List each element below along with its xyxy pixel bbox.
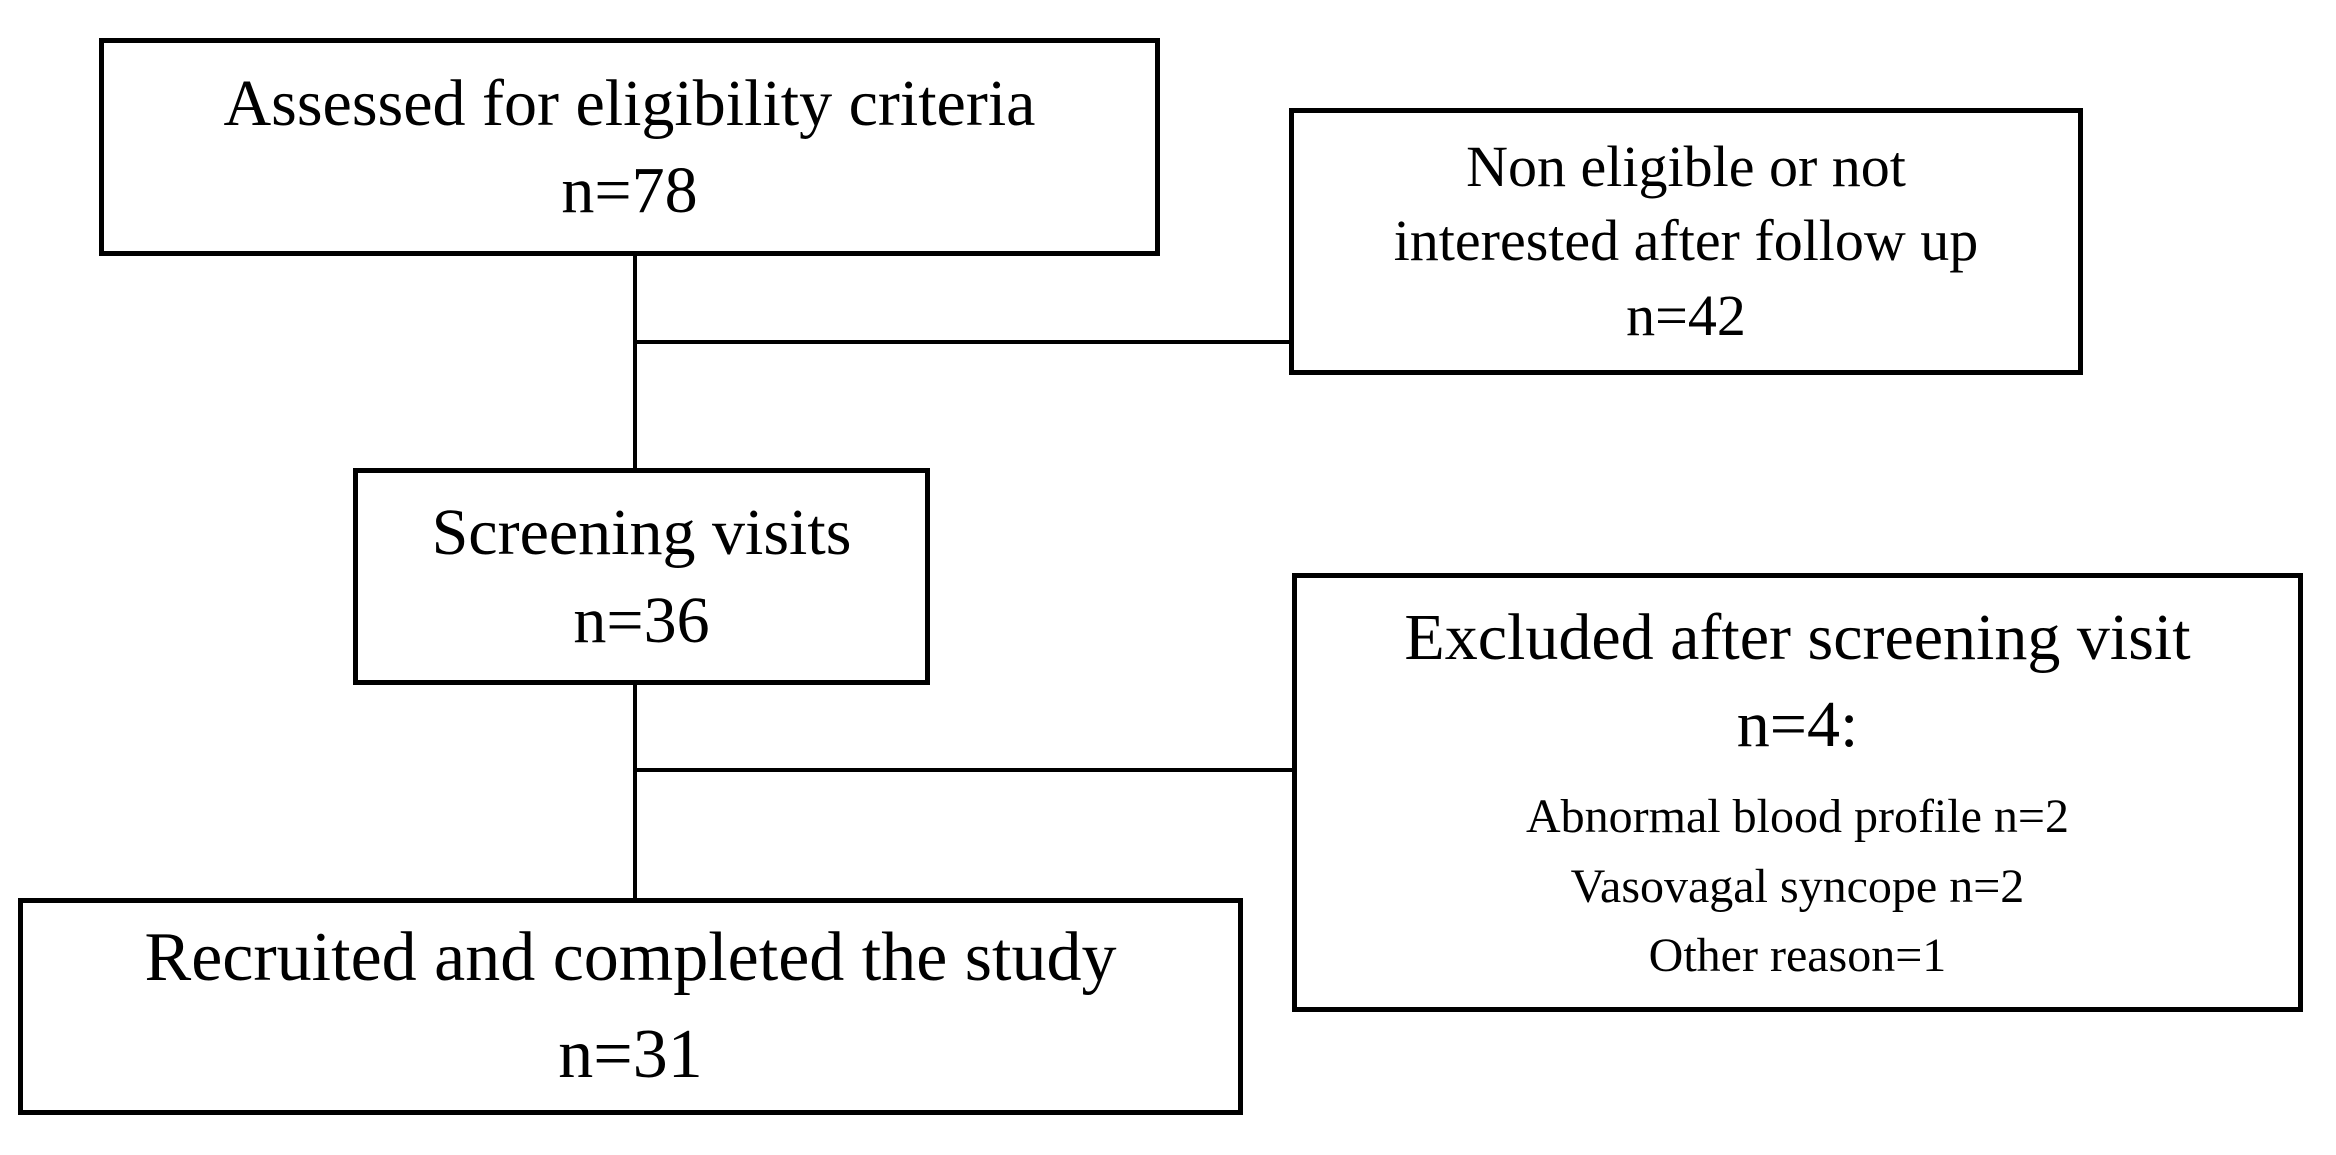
excluded-reason-vasovagal-syncope: Vasovagal syncope n=2 xyxy=(1570,859,2025,913)
box-assessed-eligibility: Assessed for eligibility criteria n=78 xyxy=(99,38,1160,256)
assessed-label: Assessed for eligibility criteria xyxy=(223,66,1036,140)
recruited-label: Recruited and completed the study xyxy=(144,918,1117,996)
non-eligible-count: n=42 xyxy=(1626,282,1746,348)
box-excluded-after-screening: Excluded after screening visit n=4: Abno… xyxy=(1292,573,2303,1012)
connector-assessed-to-screening xyxy=(633,253,637,470)
excluded-count: n=4: xyxy=(1736,688,1859,762)
screening-count: n=36 xyxy=(573,583,710,657)
connector-screening-to-recruited xyxy=(633,683,637,900)
excluded-reason-other: Other reason=1 xyxy=(1648,929,1947,983)
box-non-eligible: Non eligible or not interested after fol… xyxy=(1289,108,2083,375)
non-eligible-line2: interested after follow up xyxy=(1393,208,1979,274)
connector-branch-to-non-eligible xyxy=(633,340,1291,344)
screening-label: Screening visits xyxy=(431,496,852,570)
excluded-reason-abnormal-blood: Abnormal blood profile n=2 xyxy=(1526,790,2069,844)
box-recruited-completed: Recruited and completed the study n=31 xyxy=(18,898,1243,1115)
box-screening-visits: Screening visits n=36 xyxy=(353,468,930,685)
connector-branch-to-excluded xyxy=(633,768,1294,772)
assessed-count: n=78 xyxy=(561,154,698,227)
recruited-count: n=31 xyxy=(558,1015,703,1093)
excluded-title: Excluded after screening visit xyxy=(1404,601,2191,674)
non-eligible-line1: Non eligible or not xyxy=(1466,134,1906,200)
